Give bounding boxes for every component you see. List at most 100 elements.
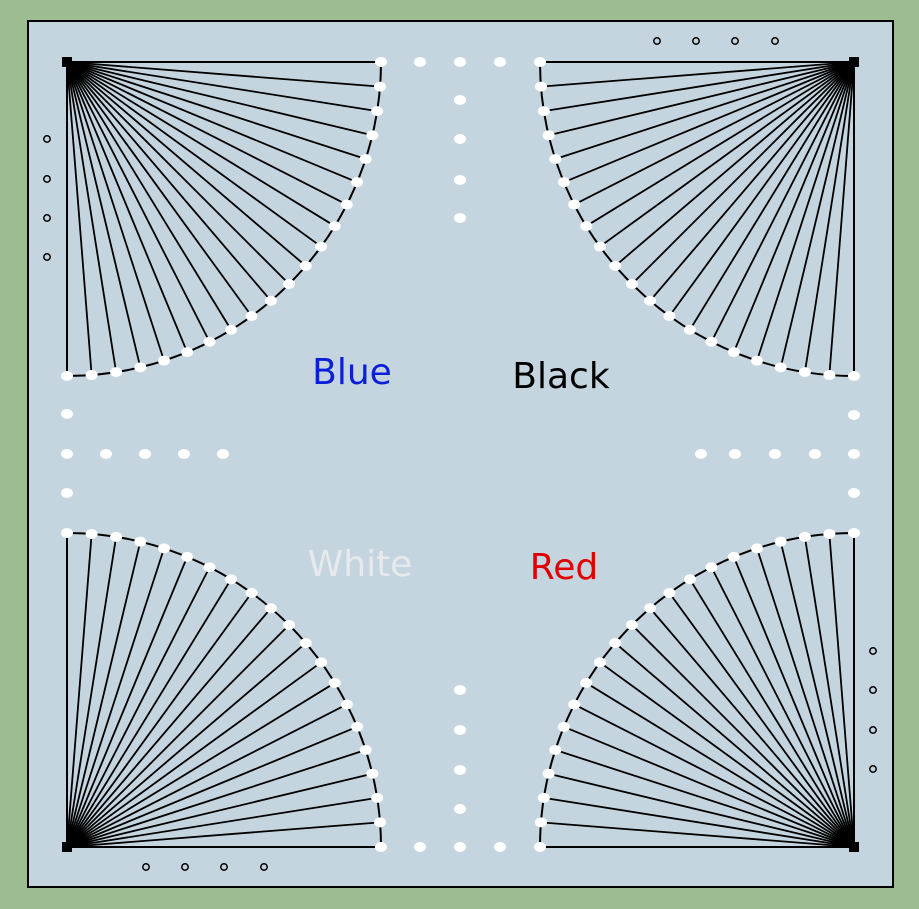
board-spot[interactable] [340,699,353,710]
board-spot[interactable] [454,725,466,735]
board-spot[interactable] [729,449,741,459]
board-spot[interactable] [374,817,387,828]
board-spot[interactable] [549,744,562,755]
board-spot[interactable] [299,638,312,649]
board-spot[interactable] [727,551,740,562]
board-spot[interactable] [625,279,638,290]
board-spot[interactable] [534,57,546,67]
board-spot[interactable] [848,528,860,538]
board-spot[interactable] [454,804,466,814]
board-spot[interactable] [414,57,426,67]
board-spot[interactable] [283,619,296,630]
board-spot[interactable] [454,57,466,67]
board-spot[interactable] [568,699,581,710]
board-spot[interactable] [542,768,555,779]
board-spot[interactable] [328,677,341,688]
board-spot[interactable] [351,177,364,188]
board-spot[interactable] [203,336,216,347]
home-hole[interactable] [869,647,877,655]
board-spot[interactable] [568,199,581,210]
board-spot[interactable] [315,657,328,668]
board-spot[interactable] [549,154,562,165]
board-spot[interactable] [798,531,811,542]
board-spot[interactable] [340,199,353,210]
board-spot[interactable] [61,409,73,419]
board-spot[interactable] [593,241,606,252]
home-hole[interactable] [181,863,189,871]
board-spot[interactable] [683,574,696,585]
board-spot[interactable] [609,260,622,271]
board-spot[interactable] [61,528,73,538]
home-hole[interactable] [653,37,661,45]
board-spot[interactable] [61,488,73,498]
home-hole[interactable] [43,135,51,143]
board-spot[interactable] [534,81,547,92]
board-spot[interactable] [85,370,98,381]
board-spot[interactable] [454,213,466,223]
home-hole[interactable] [43,175,51,183]
board-spot[interactable] [557,721,570,732]
board-spot[interactable] [750,355,763,366]
board-spot[interactable] [366,768,379,779]
home-hole[interactable] [869,686,877,694]
board-spot[interactable] [110,531,123,542]
home-hole[interactable] [771,37,779,45]
home-hole[interactable] [260,863,268,871]
board-spot[interactable] [61,371,73,381]
board-spot[interactable] [534,842,546,852]
board-spot[interactable] [848,410,860,420]
board-spot[interactable] [61,449,73,459]
board-spot[interactable] [359,154,372,165]
board-spot[interactable] [264,603,277,614]
board-spot[interactable] [593,657,606,668]
board-spot[interactable] [414,842,426,852]
home-hole[interactable] [220,863,228,871]
board-spot[interactable] [283,279,296,290]
board-spot[interactable] [110,367,123,378]
home-hole[interactable] [142,863,150,871]
board-spot[interactable] [769,449,781,459]
board-spot[interactable] [181,347,194,358]
board-spot[interactable] [557,177,570,188]
board-spot[interactable] [225,574,238,585]
board-spot[interactable] [366,130,379,141]
board-spot[interactable] [178,449,190,459]
board-spot[interactable] [374,81,387,92]
board-spot[interactable] [542,130,555,141]
board-spot[interactable] [454,765,466,775]
board-spot[interactable] [245,311,258,322]
board-spot[interactable] [454,842,466,852]
board-spot[interactable] [695,449,707,459]
board-spot[interactable] [494,842,506,852]
board-spot[interactable] [663,587,676,598]
board-spot[interactable] [809,449,821,459]
board-spot[interactable] [454,95,466,105]
board-spot[interactable] [245,587,258,598]
board-spot[interactable] [328,221,341,232]
board-spot[interactable] [537,792,550,803]
board-spot[interactable] [774,536,787,547]
board-spot[interactable] [371,106,384,117]
board-spot[interactable] [264,295,277,306]
home-hole[interactable] [43,214,51,222]
board-spot[interactable] [663,311,676,322]
home-hole[interactable] [692,37,700,45]
board-spot[interactable] [494,57,506,67]
board-spot[interactable] [375,57,387,67]
board-spot[interactable] [134,362,147,373]
board-spot[interactable] [823,370,836,381]
board-spot[interactable] [454,175,466,185]
board-spot[interactable] [371,792,384,803]
board-spot[interactable] [375,842,387,852]
board-spot[interactable] [315,241,328,252]
board-spot[interactable] [644,603,657,614]
home-hole[interactable] [869,765,877,773]
board-spot[interactable] [609,638,622,649]
board-spot[interactable] [100,449,112,459]
board-spot[interactable] [217,449,229,459]
board-spot[interactable] [848,488,860,498]
board-spot[interactable] [225,324,238,335]
board-spot[interactable] [454,685,466,695]
board-spot[interactable] [181,551,194,562]
board-spot[interactable] [683,324,696,335]
